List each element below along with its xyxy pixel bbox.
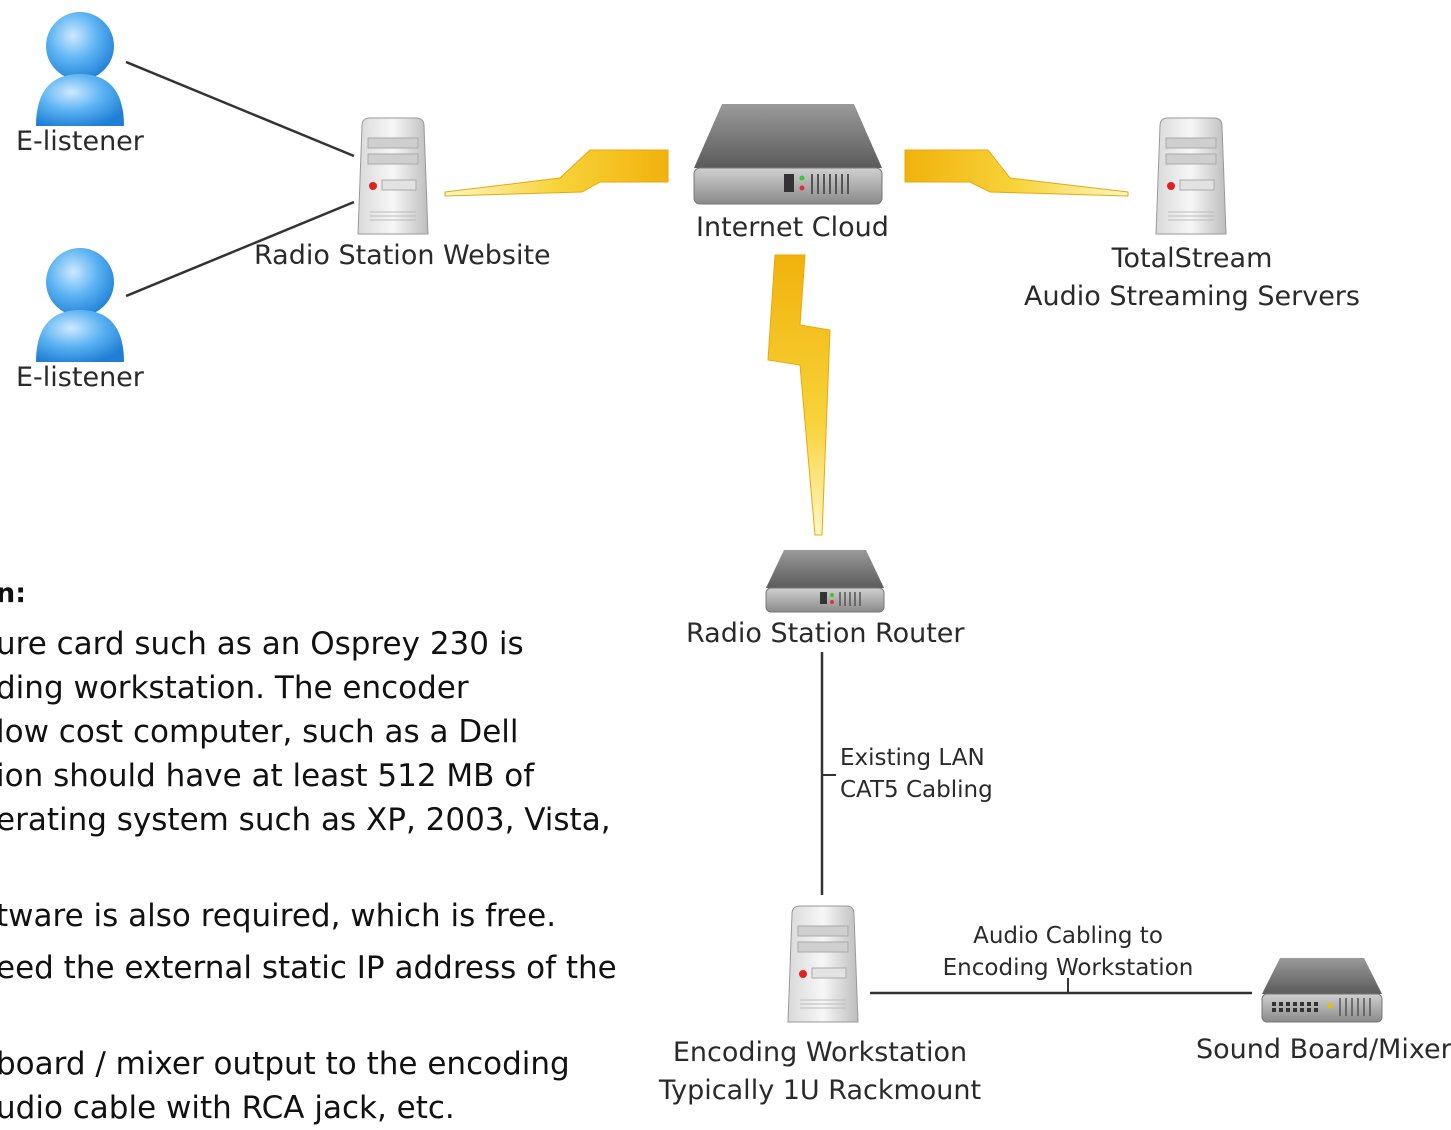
lan-edge-label: Existing LAN CAT5 Cabling [840, 742, 993, 806]
website-label: Radio Station Website [254, 240, 551, 271]
notes-line: ion should have at least 512 MB of [0, 758, 535, 794]
notes-line: ding workstation. The encoder [0, 670, 469, 706]
user-icon [32, 244, 128, 374]
notes-line: ure card such as an Osprey 230 is [0, 626, 524, 662]
notes-panel: n: ure card such as an Osprey 230 is din… [0, 572, 617, 1130]
notes-line: tware is also required, which is free. [0, 898, 557, 934]
router-label: Radio Station Router [686, 618, 965, 649]
audio-edge-label-line1: Audio Cabling to [973, 923, 1163, 949]
workstation-label-line2: Typically 1U Rackmount [658, 1075, 982, 1106]
mixer-label: Sound Board/Mixer [1196, 1034, 1451, 1065]
link-listener-top-website [125, 60, 355, 158]
audio-edge-label: Audio Cabling to Encoding Workstation [943, 920, 1194, 984]
server-icon [356, 116, 430, 242]
workstation-label: Encoding Workstation Typically 1U Rackmo… [659, 1034, 981, 1110]
audio-edge-label-line2: Encoding Workstation [942, 955, 1194, 981]
notes-spacer [0, 842, 606, 894]
totalstream-label-line1: TotalStream [1111, 243, 1273, 274]
cloud-label: Internet Cloud [696, 212, 889, 243]
router-icon [764, 546, 886, 620]
notes-line: udio cable with RCA jack, etc. [0, 1090, 455, 1126]
notes-line: eed the external static IP address of th… [0, 950, 617, 986]
mixer-icon [1260, 954, 1384, 1030]
notes-heading: n: [0, 578, 27, 609]
lan-edge-label-line1: Existing LAN [840, 745, 985, 771]
totalstream-label: TotalStream Audio Streaming Servers [1024, 240, 1360, 316]
lightning-cloud-router [767, 254, 831, 536]
lightning-cloud-totalstream [904, 149, 1129, 197]
connections-layer [125, 60, 1252, 995]
workstation-label-line1: Encoding Workstation [672, 1037, 968, 1068]
totalstream-label-line2: Audio Streaming Servers [1024, 281, 1360, 312]
listener-bottom-label: E-listener [16, 362, 144, 393]
notes-line: board / mixer output to the encoding [0, 1046, 570, 1082]
router-icon [692, 98, 884, 212]
notes-line: erating system such as XP, 2003, Vista, [0, 802, 611, 838]
server-icon [1154, 116, 1228, 242]
lightning-website-cloud [444, 149, 669, 197]
notes-spacer [0, 990, 606, 1042]
link-listener-bottom-website [125, 200, 355, 298]
listener-top-label: E-listener [16, 126, 144, 157]
server-icon [786, 904, 860, 1030]
user-icon [32, 8, 128, 138]
lan-edge-label-line2: CAT5 Cabling [840, 777, 993, 803]
notes-line: low cost computer, such as a Dell [0, 714, 519, 750]
